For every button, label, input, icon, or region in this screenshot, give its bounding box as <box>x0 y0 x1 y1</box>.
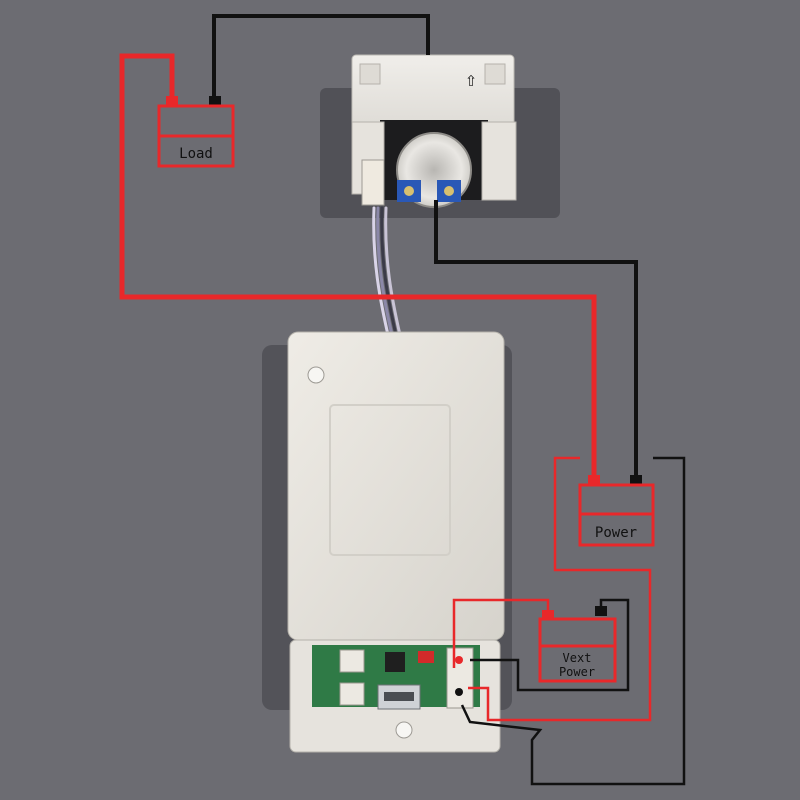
wire-power-positive-meter <box>468 456 652 722</box>
wire-load-positive <box>119 53 597 484</box>
current-sensor-icon: ⇧ <box>320 54 560 218</box>
wire-vext-positive <box>452 598 550 668</box>
vext-box <box>538 617 617 683</box>
sensor-clip-left <box>359 63 381 85</box>
load-label: Load <box>179 146 213 162</box>
enclosure-label-recess <box>329 404 451 556</box>
load-terminal-negative <box>209 96 221 106</box>
load-battery-icon: Load <box>157 96 235 168</box>
sensor-connector <box>361 159 385 206</box>
vext-terminal-positive <box>542 610 554 620</box>
vext-label-line1: Vext <box>563 651 592 665</box>
sensor-right-ear <box>481 121 517 201</box>
vext-label-line2: Power <box>559 665 595 679</box>
sensor-cable <box>372 206 402 337</box>
mounting-hole-top <box>307 366 325 384</box>
usb-port-slot <box>384 692 414 701</box>
power-terminal-negative <box>630 475 642 485</box>
power-battery-icon: Power <box>578 475 655 547</box>
terminal-negative <box>455 688 463 696</box>
trimmer-screw-left <box>404 186 414 196</box>
pcb-connector-bottom <box>339 682 365 706</box>
pcb-jumper <box>418 651 434 663</box>
enclosure-icon <box>262 331 512 753</box>
power-terminal-positive <box>588 475 600 485</box>
wire-load-negative <box>212 14 430 104</box>
power-label: Power <box>595 525 637 541</box>
pcb-connector-top <box>339 649 365 673</box>
sensor-clip-right <box>484 63 506 85</box>
wire-sensor-to-power-negative <box>434 200 638 484</box>
wire-vext-negative <box>470 598 630 692</box>
vext-terminal-negative <box>595 606 607 616</box>
wire-power-negative-meter <box>460 456 686 786</box>
sensor-arrow: ⇧ <box>465 67 477 91</box>
mounting-hole-bottom <box>395 721 413 739</box>
load-terminal-positive <box>166 96 178 106</box>
trimmer-screw-right <box>444 186 454 196</box>
pcb-chip <box>385 652 405 672</box>
terminal-positive <box>455 656 463 664</box>
vext-battery-icon: Vext Power <box>538 606 617 683</box>
